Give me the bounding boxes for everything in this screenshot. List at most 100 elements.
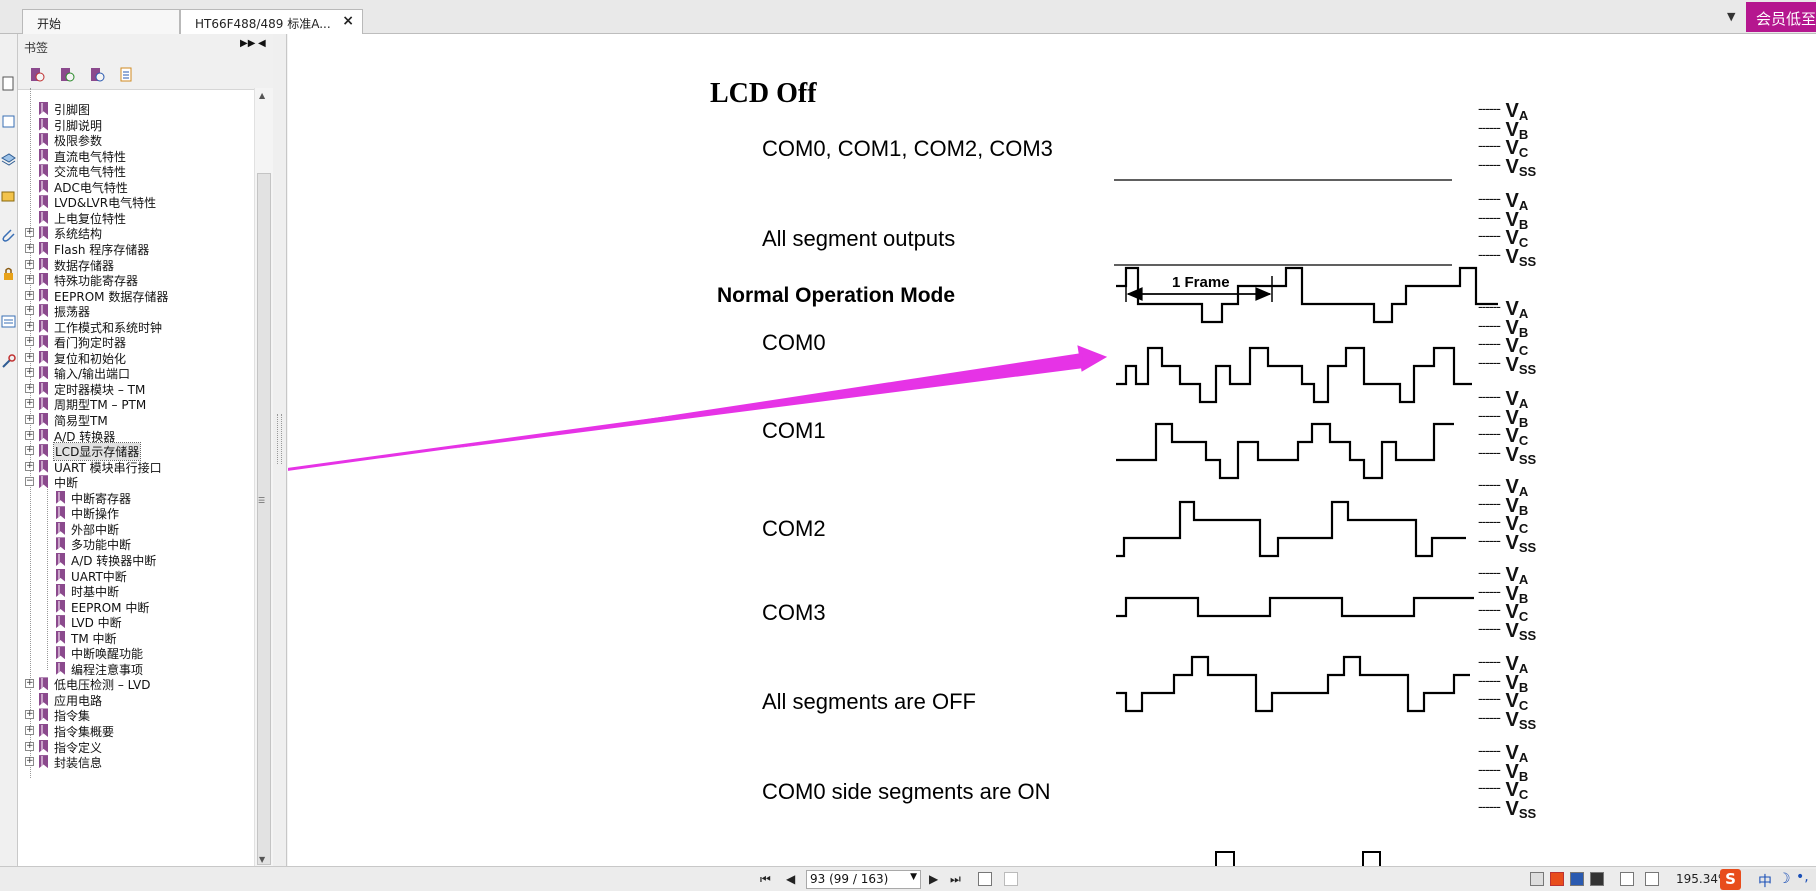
expand-node-icon[interactable]: + <box>25 445 34 456</box>
bookmark-item[interactable]: +Flash 程序存储器 <box>18 240 254 258</box>
expand-node-icon[interactable]: + <box>25 678 34 689</box>
bookmark-item[interactable]: 中断唤醒功能 <box>18 644 254 662</box>
bookmark-item[interactable]: 编程注意事项 <box>18 660 254 678</box>
paste-page-icon[interactable] <box>1004 872 1018 886</box>
bookmark-item[interactable]: +看门狗定时器 <box>18 333 254 351</box>
expand-node-icon[interactable]: + <box>25 756 34 767</box>
ime-language-toggle[interactable]: 中 <box>1758 874 1772 890</box>
tab-document[interactable]: HT66F488/489 标准A... × <box>180 9 363 34</box>
bookmark-item[interactable]: +简易型TM <box>18 411 254 429</box>
expand-panel-icon[interactable]: ▶▶ <box>240 38 256 49</box>
bookmark-item[interactable]: +周期型TM – PTM <box>18 395 254 413</box>
continuous-view-icon[interactable] <box>1645 872 1659 886</box>
last-page-icon[interactable]: ⏭ <box>950 872 961 886</box>
bookmark-options-icon[interactable] <box>118 66 136 84</box>
bookmark-item[interactable]: +复位和初始化 <box>18 349 254 367</box>
bookmark-item[interactable]: UART中断 <box>18 567 254 585</box>
next-page-icon[interactable]: ▶ <box>929 872 939 886</box>
expand-node-icon[interactable]: + <box>25 367 34 378</box>
bookmark-item[interactable]: 极限参数 <box>18 131 254 149</box>
bookmark-item[interactable]: +UART 模块串行接口 <box>18 458 254 476</box>
expand-node-icon[interactable]: + <box>25 398 34 409</box>
bookmark-item[interactable]: 外部中断 <box>18 520 254 538</box>
expand-node-icon[interactable]: + <box>25 336 34 347</box>
expand-node-icon[interactable]: + <box>25 242 34 253</box>
add-bookmark-icon[interactable] <box>58 66 76 84</box>
bookmark-item[interactable]: +输入/输出端口 <box>18 364 254 382</box>
copy-page-icon[interactable] <box>978 872 992 886</box>
bookmark-item[interactable]: 中断寄存器 <box>18 489 254 507</box>
bookmark-item[interactable]: +工作模式和系统时钟 <box>18 318 254 336</box>
bookmark-item[interactable]: +定时器模块 – TM <box>18 380 254 398</box>
sogou-ime-icon[interactable]: S <box>1720 869 1741 890</box>
two-page-view-icon[interactable] <box>1620 872 1634 886</box>
bookmark-scrollbar[interactable]: ▲ ☰ ▼ <box>254 88 273 866</box>
document-view[interactable]: LCD Off Normal Operation Mode 1 Frame CO… <box>288 34 1816 866</box>
pages-icon[interactable] <box>1 114 16 129</box>
bookmark-item[interactable]: TM 中断 <box>18 629 254 647</box>
page-dropdown-icon[interactable]: ▼ <box>910 872 917 882</box>
close-tab-icon[interactable]: × <box>342 13 354 29</box>
bookmark-item[interactable]: +EEPROM 数据存储器 <box>18 287 254 305</box>
bookmark-item[interactable]: 中断操作 <box>18 504 254 522</box>
expand-node-icon[interactable]: + <box>25 258 34 269</box>
bookmark-item[interactable]: +数据存储器 <box>18 256 254 274</box>
half-width-moon-icon[interactable]: ☽ <box>1778 871 1791 887</box>
layers-icon[interactable] <box>1 152 16 167</box>
bookmark-item[interactable]: +A/D 转换器 <box>18 427 254 445</box>
first-page-icon[interactable]: ⏮ <box>760 872 771 886</box>
page-thumbnail-icon[interactable] <box>1 76 16 91</box>
zoom-level[interactable]: 195.34% <box>1676 872 1730 886</box>
bookmark-item[interactable]: A/D 转换器中断 <box>18 551 254 569</box>
collapse-node-icon[interactable]: − <box>25 476 34 487</box>
attachment-icon[interactable] <box>1 228 16 243</box>
bookmark-item[interactable]: +LCD显示存储器 <box>18 442 254 462</box>
scroll-thumb[interactable] <box>257 173 271 865</box>
help-icon[interactable] <box>1570 872 1584 886</box>
menu-icon[interactable] <box>1590 872 1604 886</box>
form-fields-icon[interactable] <box>1 314 16 329</box>
bookmark-item[interactable]: +指令定义 <box>18 738 254 756</box>
security-lock-icon[interactable] <box>1 266 16 281</box>
expand-node-icon[interactable]: + <box>25 414 34 424</box>
bookmark-item[interactable]: LVD&LVR电气特性 <box>18 193 254 211</box>
expand-node-icon[interactable]: + <box>25 382 34 393</box>
punctuation-icon[interactable]: •, <box>1796 869 1809 885</box>
bookmark-item[interactable]: +特殊功能寄存器 <box>18 271 254 289</box>
vip-button[interactable]: 会员低至 <box>1746 2 1816 32</box>
expand-node-icon[interactable]: + <box>25 274 34 285</box>
bookmark-item[interactable]: +低电压检测 – LVD <box>18 675 254 693</box>
bookmark-item[interactable]: 多功能中断 <box>18 535 254 553</box>
bookmark-item[interactable]: 上电复位特性 <box>18 209 254 227</box>
bookmark-item[interactable]: 引脚图 <box>18 100 254 118</box>
bookmark-item[interactable]: 直流电气特性 <box>18 147 254 165</box>
collapse-panel-icon[interactable]: ◀ <box>258 38 266 49</box>
tab-list-dropdown-icon[interactable]: ▼ <box>1727 10 1736 23</box>
expand-node-icon[interactable]: + <box>25 709 34 720</box>
scroll-up-icon[interactable]: ▲ <box>259 91 266 100</box>
bookmark-item[interactable]: +封装信息 <box>18 753 254 771</box>
expand-node-icon[interactable]: + <box>25 289 34 300</box>
page-number-field[interactable]: 93 (99 / 163) ▼ <box>806 870 921 889</box>
bookmark-item[interactable]: +振荡器 <box>18 302 254 320</box>
bookmark-item[interactable]: 交流电气特性 <box>18 162 254 180</box>
sogou-toolbar-icon[interactable] <box>1550 872 1564 886</box>
bookmark-item[interactable]: ADC电气特性 <box>18 178 254 196</box>
bookmark-item[interactable]: LVD 中断 <box>18 613 254 631</box>
scroll-down-icon[interactable]: ▼ <box>259 855 266 864</box>
bookmark-item[interactable]: +系统结构 <box>18 224 254 242</box>
comments-icon[interactable] <box>1 190 16 205</box>
expand-node-icon[interactable]: + <box>25 227 34 238</box>
find-bookmark-icon[interactable] <box>88 66 106 84</box>
expand-node-icon[interactable]: + <box>25 725 34 735</box>
bookmark-item[interactable]: +指令集 <box>18 706 254 724</box>
bookmark-item[interactable]: 引脚说明 <box>18 116 254 134</box>
tools-icon[interactable] <box>1 354 16 369</box>
bookmark-item[interactable]: −中断 <box>18 473 254 491</box>
expand-node-icon[interactable]: + <box>25 740 34 751</box>
panel-splitter[interactable] <box>273 34 287 866</box>
tab-start[interactable]: 开始 <box>22 9 180 34</box>
expand-node-icon[interactable]: + <box>25 460 34 471</box>
expand-node-icon[interactable]: + <box>25 429 34 440</box>
keyboard-icon[interactable] <box>1530 872 1544 886</box>
